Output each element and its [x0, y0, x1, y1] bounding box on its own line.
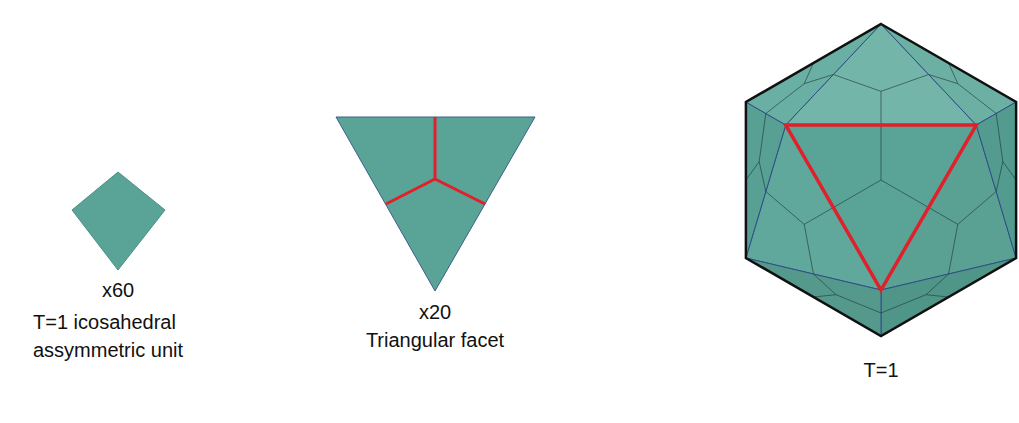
- caption-text: T=1: [863, 356, 898, 384]
- subunit-border: [833, 180, 881, 208]
- subunit-border: [813, 295, 836, 297]
- subunit-border: [813, 274, 836, 295]
- facet-highlight: [786, 125, 977, 290]
- subunit-border: [881, 75, 929, 92]
- subunit-border: [926, 295, 949, 297]
- subunit-border: [996, 162, 1003, 192]
- subunit-border: [881, 295, 926, 313]
- subunit-border: [836, 295, 881, 313]
- subunit-border: [759, 162, 766, 192]
- icosahedron-face: [746, 102, 786, 258]
- count-label: x20: [419, 298, 451, 326]
- subunit-border: [881, 180, 929, 208]
- caption-text: T=1 icosahedral assymmetric unit: [33, 308, 218, 364]
- icosahedron-face: [976, 102, 1016, 258]
- count-label: x60: [102, 276, 134, 304]
- subunit-border: [881, 125, 882, 180]
- subunit-border: [949, 224, 958, 274]
- subunit-border: [766, 192, 804, 225]
- caption-text: Triangular facet: [366, 326, 504, 354]
- asymmetric-unit: [72, 172, 165, 270]
- subunit-border: [929, 75, 958, 84]
- subunit-border: [804, 224, 813, 274]
- subunit-border: [929, 208, 958, 225]
- subunit-border: [759, 114, 766, 162]
- subunit-border: [926, 274, 949, 295]
- icosahedron: [746, 24, 1016, 336]
- triangular-facet: [336, 117, 535, 291]
- subunit-border: [804, 208, 833, 225]
- subunit-border: [996, 114, 1003, 162]
- subunit-border: [958, 192, 996, 225]
- subunit-border: [1003, 162, 1016, 180]
- icosahedron-face: [786, 125, 977, 290]
- subunit-border: [881, 91, 882, 125]
- subunit-border: [746, 162, 759, 180]
- icosahedron-outline: [746, 24, 1016, 336]
- subunit-border: [833, 75, 881, 92]
- icosahedron-face: [746, 24, 881, 125]
- icosahedron-face: [881, 24, 1016, 125]
- subunit-border: [804, 75, 833, 84]
